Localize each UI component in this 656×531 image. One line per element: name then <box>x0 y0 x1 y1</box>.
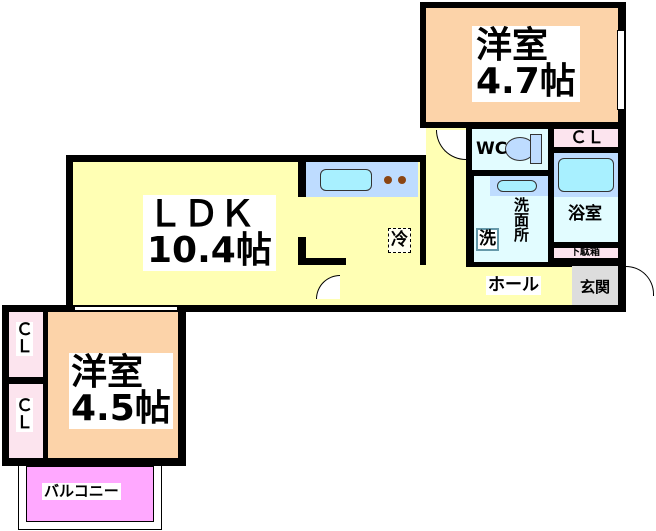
bathroom-label: 浴室 <box>568 204 602 224</box>
western-room-2-name: 洋室 <box>71 352 144 393</box>
window <box>74 306 178 311</box>
wc-label: WC <box>476 139 508 159</box>
closet-left-2-label: Ｃ Ｌ <box>16 396 33 433</box>
shoe-box-label: 下駄箱 <box>570 247 600 258</box>
western-room-1-size: 4.7帖 <box>476 61 576 102</box>
shoe-box <box>554 248 618 258</box>
closet-top <box>554 129 618 147</box>
kitchen-partition <box>298 237 306 265</box>
bottom-wall <box>66 305 626 312</box>
stove-burner-icon <box>384 176 392 184</box>
kitchen-partition <box>298 258 346 265</box>
balcony-label: バルコニー <box>42 482 121 500</box>
western-room-2-size: 4.5帖 <box>71 388 171 429</box>
basin-icon <box>497 180 537 192</box>
entrance-door-icon <box>626 266 654 296</box>
closet-left-1-label: Ｃ Ｌ <box>16 320 33 357</box>
hall-floor <box>346 265 576 305</box>
washroom-label: 洗 面 所 <box>514 196 530 244</box>
ldk-name: ＬＤＫ <box>147 194 256 235</box>
entrance-label: 玄関 <box>580 278 611 296</box>
western-room-1-name: 洋室 <box>476 25 549 66</box>
entrance-floor <box>572 266 618 305</box>
hall-label: ホール <box>486 275 541 295</box>
washer-label: 洗 <box>476 228 499 251</box>
sink-icon <box>320 169 372 191</box>
bathtub-icon <box>558 158 614 192</box>
ldk-size: 10.4帖 <box>147 230 272 271</box>
stove-burner-icon <box>398 176 406 184</box>
closet-top-label: ＣＬ <box>570 128 604 148</box>
window <box>617 30 625 110</box>
kitchen-partition <box>298 155 306 197</box>
fridge-label: 冷 <box>388 228 411 253</box>
toilet-tank-icon <box>530 134 542 164</box>
